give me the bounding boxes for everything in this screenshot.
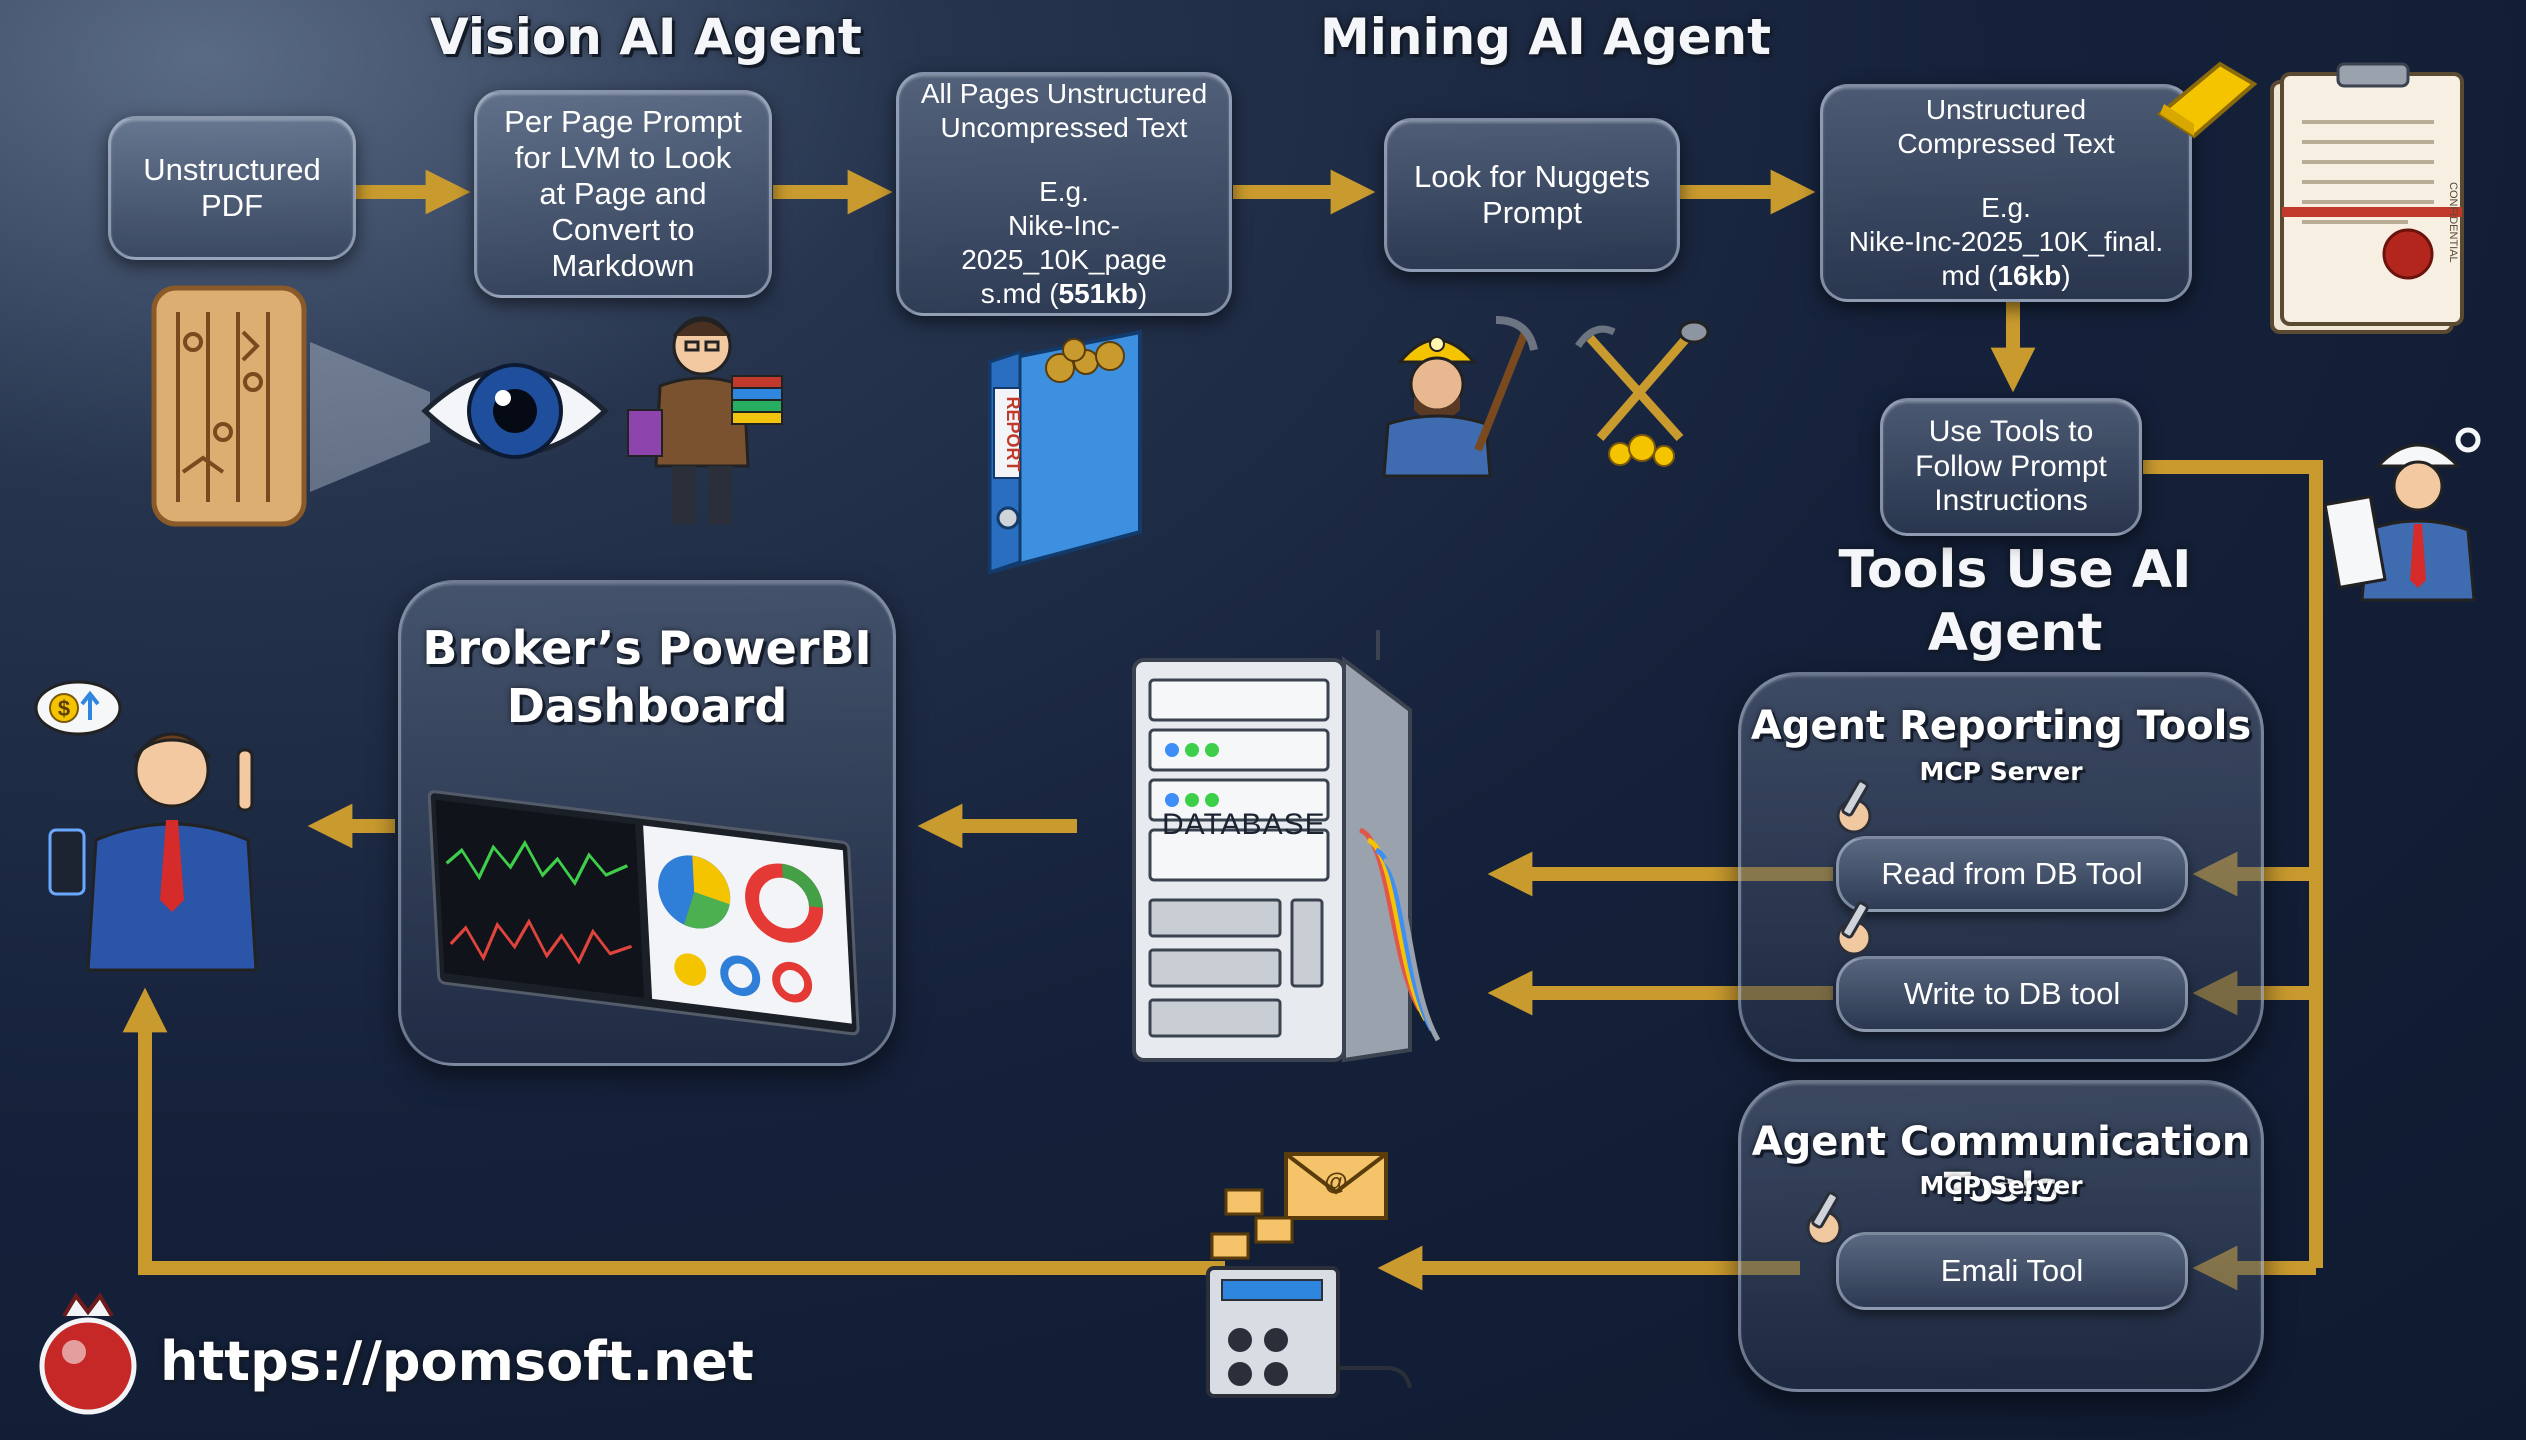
reporting-panel-subtitle: MCP Server [1919,757,2083,786]
compressed-size: 16kb [1997,260,2062,292]
miner-illustration [1382,316,1538,478]
mining-agent-heading: Mining AI Agent [1320,8,1772,66]
reporting-panel-title: Agent Reporting Tools [1750,703,2252,749]
uncompressed-line1: All Pages Unstructured [920,77,1208,109]
database-label: DATABASE [1162,808,1326,841]
use-tools-box: Use Tools to Follow Prompt Instructions [1880,398,2142,536]
uncompressed-line5: s.md (551kb) [980,278,1148,310]
hieroglyph-tablet-illustration [151,285,307,527]
gold-pick-and-shovel-icon [1575,320,1710,467]
footer-url: https://pomsoft.net [160,1330,754,1393]
tools-agent-heading-line2: Agent [1927,603,2103,663]
engineer-illustration [2323,427,2481,602]
powerbi-dashboard-panel: Broker’s PowerBI Dashboard [398,580,896,1066]
uncompressed-text-content: All Pages Unstructured Uncompressed Text… [909,77,1219,312]
uncompressed-line3: E.g. [1039,175,1089,207]
per-page-prompt-text: Per Page Prompt for LVM to Look at Page … [504,104,742,283]
email-sender-illustration: @ [1206,1152,1412,1398]
broker-illustration: $ [34,680,258,972]
pomsoft-logo-icon [39,1292,137,1415]
tools-agent-heading-line1: Tools Use AI [1838,540,2192,600]
uncompressed-text-box: All Pages Unstructured Uncompressed Text… [896,72,1232,316]
vision-agent-heading: Vision AI Agent [430,8,862,66]
wrench-hand-icon [1806,1191,1842,1246]
scholar-with-books-illustration [627,316,783,524]
write-to-db-tool: Write to DB tool [1836,956,2188,1032]
compressed-line2: Compressed Text [1897,127,2115,159]
svg-text:@: @ [1324,1169,1347,1196]
line-mailer-to-broker [122,987,1225,1275]
read-from-db-tool: Read from DB Tool [1836,836,2188,912]
uncompressed-line2: Uncompressed Text [940,111,1188,143]
compressed-line3: E.g. [1981,191,2031,223]
compressed-line4: Nike-Inc-2025_10K_final. [1848,226,2164,258]
compressed-text-content: Unstructured Compressed Text E.g. Nike-I… [1849,93,2163,294]
report-binder-label: REPORT [1003,396,1023,471]
uncompressed-line4: Nike-Inc-2025_10K_page [961,210,1167,276]
compressed-line1: Unstructured [1925,93,2087,125]
line-tools-bus [2143,460,2323,1268]
communication-panel-subtitle: MCP Server [1919,1171,2083,1200]
dashboard-title-line2: Dashboard [506,679,788,733]
confidential-label: CONFIDENTIAL [2447,182,2459,263]
uncompressed-size: 551kb [1058,278,1138,310]
database-server-illustration [1132,630,1441,1063]
wrench-hand-icon [1836,901,1872,956]
compressed-line5: md (16kb) [1941,260,2071,292]
confidential-document-illustration: CONFIDENTIAL [2270,62,2464,334]
use-tools-text: Use Tools to Follow Prompt Instructions [1915,414,2107,518]
unstructured-pdf-box: Unstructured PDF [108,116,356,260]
nuggets-prompt-text: Look for Nuggets Prompt [1413,159,1651,230]
wrench-hand-icon [1836,779,1872,834]
compressed-text-box: Unstructured Compressed Text E.g. Nike-I… [1820,84,2192,302]
nuggets-prompt-box: Look for Nuggets Prompt [1384,118,1680,272]
vision-beam-illustration [310,342,430,492]
gold-bar-icon [2156,61,2258,139]
dollar-badge-text: $ [58,696,70,721]
report-binder-illustration: REPORT [988,329,1142,575]
email-tool: Emali Tool [1836,1232,2188,1310]
dashboard-screen-illustration [427,790,860,1036]
unstructured-pdf-text: Unstructured PDF [143,152,321,223]
eye-icon [421,363,609,459]
dashboard-title-line1: Broker’s PowerBI [422,621,872,675]
communication-panel-title: Agent Communication Tools [1751,1119,2251,1211]
per-page-prompt-box: Per Page Prompt for LVM to Look at Page … [474,90,772,298]
